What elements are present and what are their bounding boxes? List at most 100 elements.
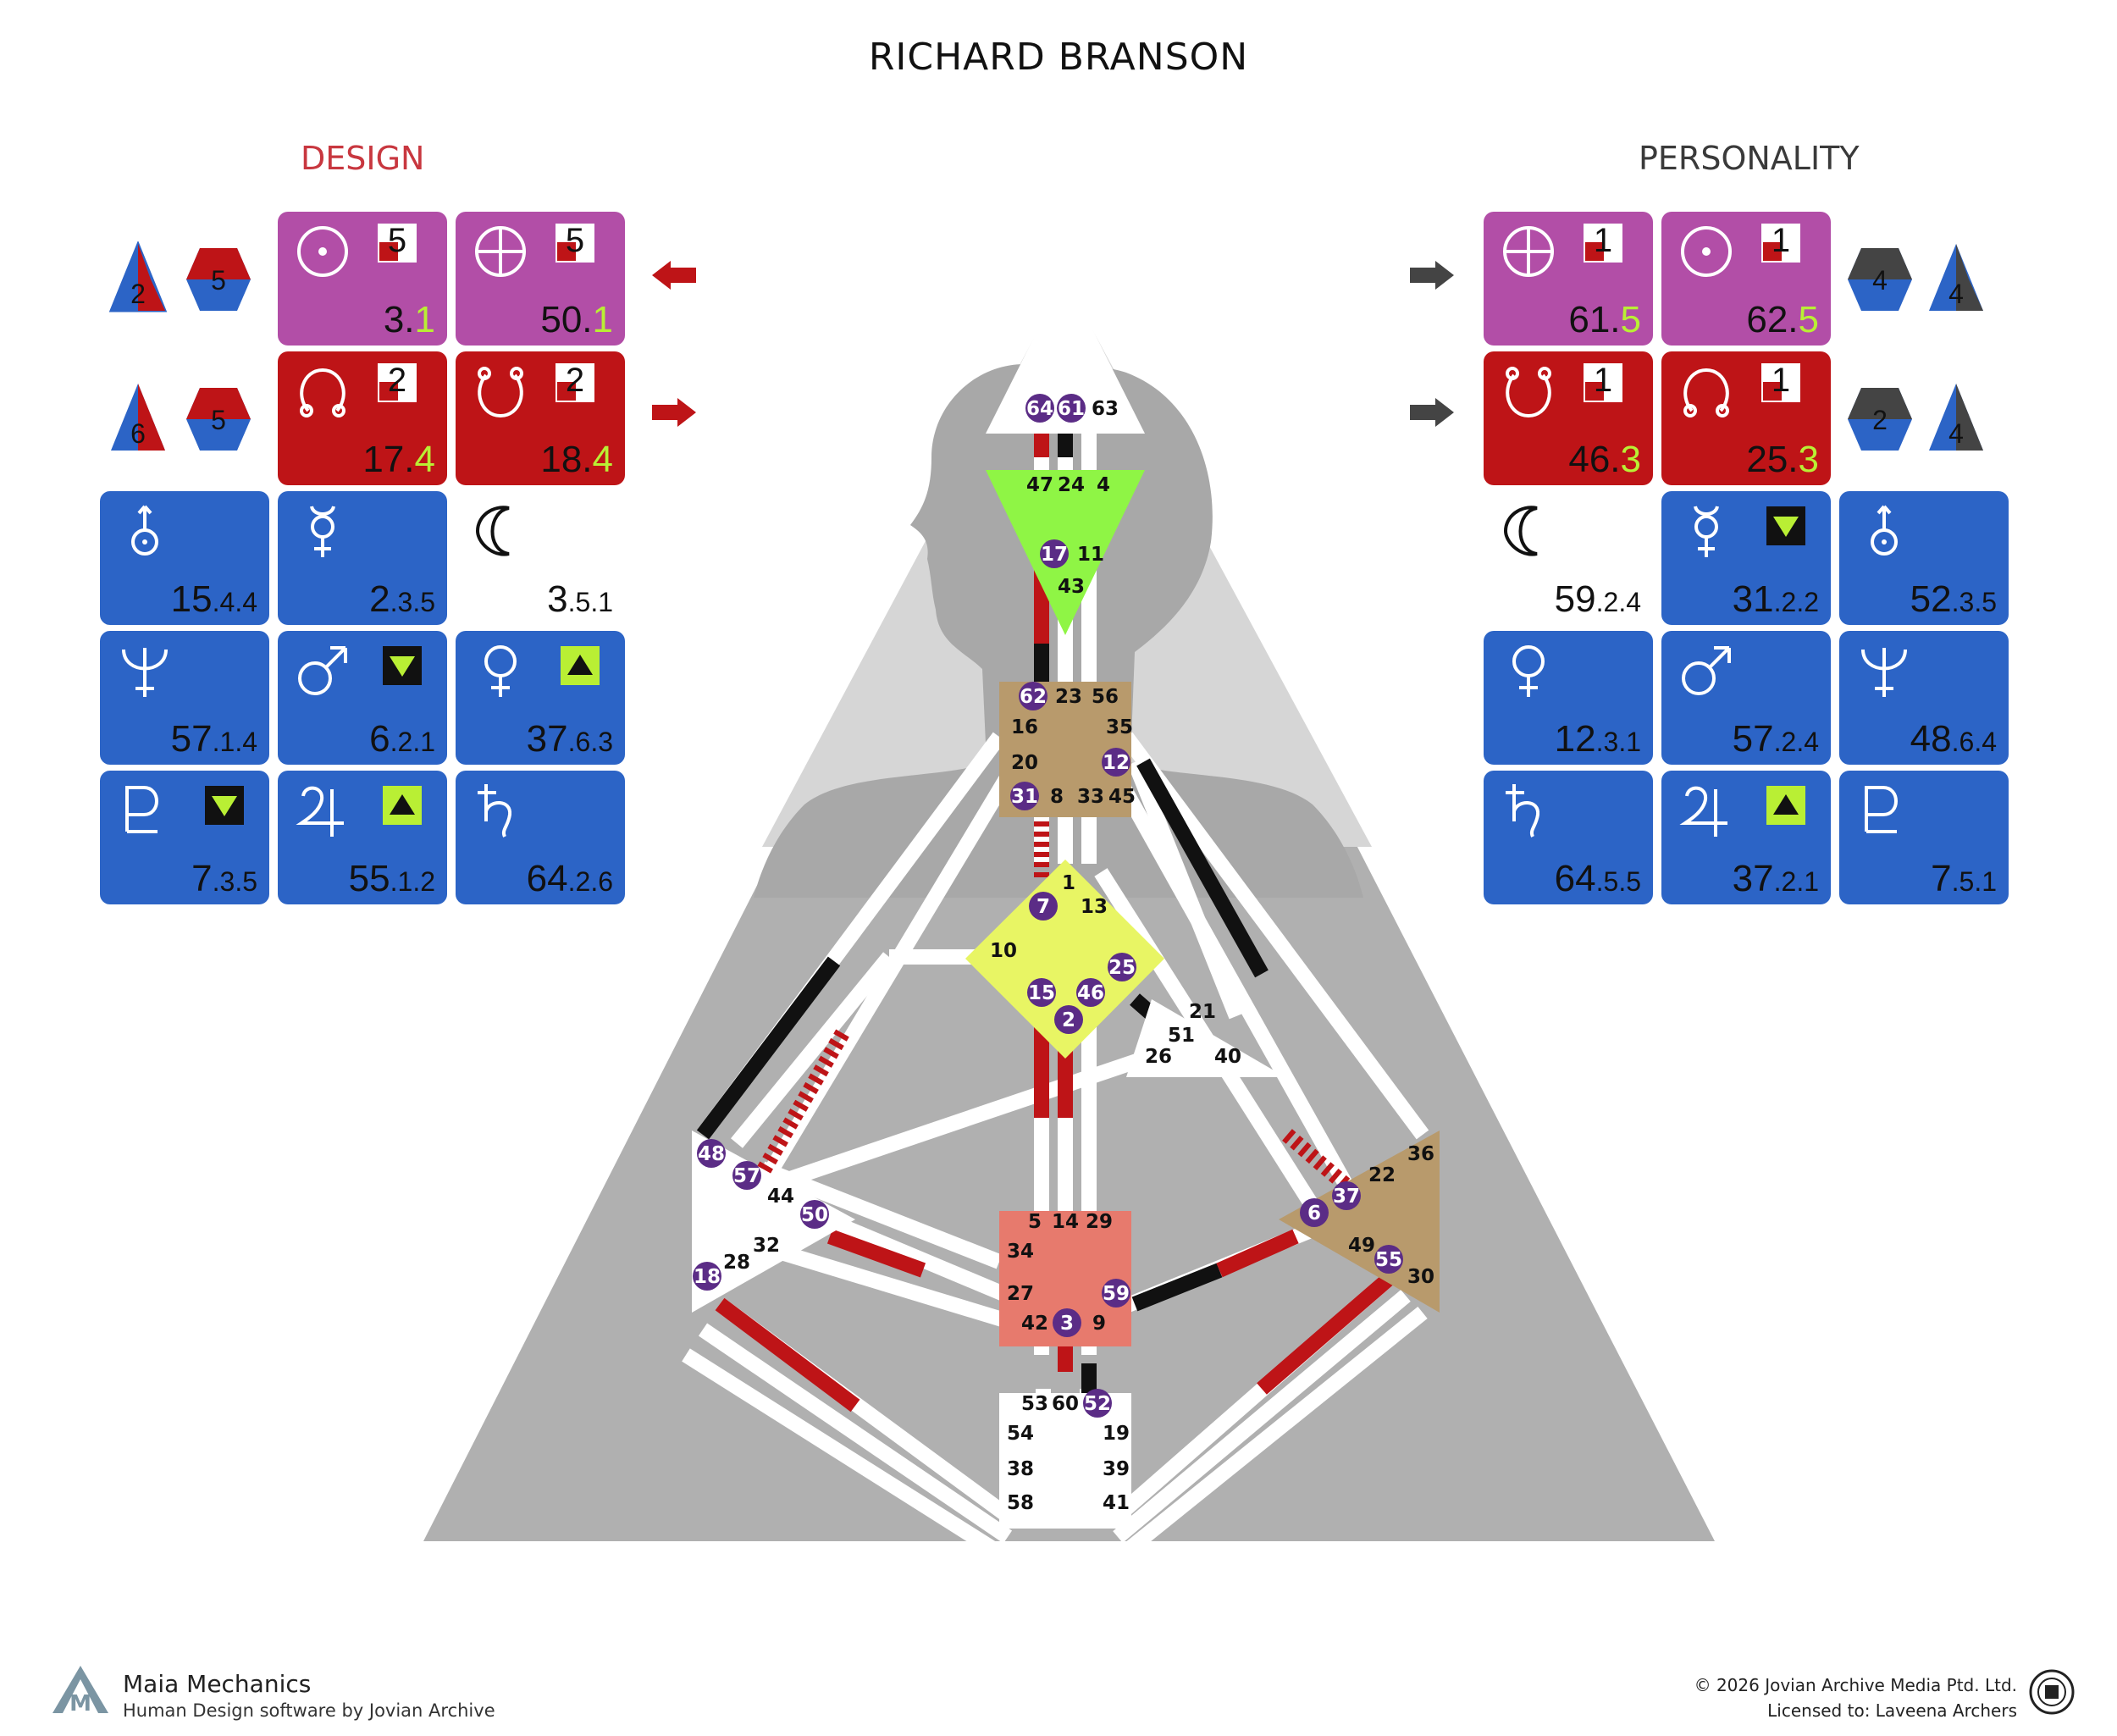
- gate-18: 18: [693, 1262, 721, 1291]
- svg-text:40: 40: [1214, 1046, 1241, 1068]
- personality-variable-top-right: 4: [1929, 244, 1983, 311]
- line-value: .4.4: [212, 587, 257, 617]
- gate-30: 30: [1407, 1266, 1434, 1288]
- line-badge: 1: [1584, 362, 1622, 402]
- svg-text:43: 43: [1058, 576, 1085, 598]
- gate-11: 11: [1077, 544, 1104, 566]
- design-venus-box: 37.6.3: [456, 631, 625, 765]
- gate-value: 15: [170, 578, 213, 620]
- gate-41: 41: [1103, 1492, 1130, 1514]
- svg-text:2: 2: [1062, 1009, 1075, 1031]
- gate-22: 22: [1368, 1164, 1396, 1186]
- g-center: [965, 860, 1164, 1059]
- svg-text:56: 56: [1092, 686, 1119, 708]
- svg-text:36: 36: [1407, 1143, 1434, 1165]
- svg-text:4: 4: [1948, 418, 1964, 449]
- svg-text:11: 11: [1077, 544, 1104, 566]
- gate-49: 49: [1348, 1235, 1375, 1257]
- line-badge: 2: [556, 362, 594, 402]
- gate-43: 43: [1058, 576, 1085, 598]
- gate-value: 3: [547, 578, 568, 620]
- svg-text:30: 30: [1407, 1266, 1434, 1288]
- gate-58: 58: [1007, 1492, 1034, 1514]
- personality-pluto-box: 7.5.1: [1839, 771, 2009, 904]
- gate-60: 60: [1052, 1393, 1079, 1415]
- svg-text:8: 8: [1050, 786, 1064, 808]
- gate-53: 53: [1021, 1393, 1048, 1415]
- gate-47: 47: [1026, 474, 1053, 496]
- gate-value: 50.: [540, 299, 593, 340]
- svg-text:28: 28: [723, 1252, 750, 1274]
- svg-text:53: 53: [1021, 1393, 1048, 1415]
- gate-31: 31: [1010, 782, 1039, 810]
- svg-text:22: 22: [1368, 1164, 1396, 1186]
- personality-moon-box: 59.2.4: [1484, 491, 1653, 625]
- svg-text:55: 55: [1375, 1249, 1402, 1271]
- svg-text:24: 24: [1058, 474, 1085, 496]
- gate-25: 25: [1108, 953, 1136, 981]
- gate-29: 29: [1086, 1211, 1113, 1233]
- gate-value: 3.: [383, 299, 415, 340]
- svg-text:44: 44: [767, 1186, 794, 1208]
- gate-value: 64: [526, 858, 568, 899]
- personality-chiron-box: 52.3.5: [1839, 491, 2009, 625]
- gate-55: 55: [1374, 1245, 1403, 1274]
- gate-16: 16: [1011, 716, 1038, 738]
- svg-text:50: 50: [801, 1204, 828, 1226]
- svg-text:39: 39: [1103, 1458, 1130, 1480]
- gate-14: 14: [1052, 1211, 1079, 1233]
- gate-value: 61.: [1568, 299, 1621, 340]
- line-value: 1: [414, 299, 435, 340]
- gate-51: 51: [1168, 1025, 1195, 1047]
- svg-text:46: 46: [1077, 982, 1104, 1004]
- personality-neptune-box: 48.6.4: [1839, 631, 2009, 765]
- gate-20: 20: [1011, 752, 1038, 774]
- svg-text:17: 17: [1041, 544, 1068, 566]
- line-value: .2.4: [1773, 727, 1819, 757]
- svg-text:6: 6: [130, 418, 146, 449]
- design-jupiter-box: 55.1.2: [278, 771, 447, 904]
- gate-42: 42: [1021, 1313, 1048, 1335]
- svg-text:52: 52: [1084, 1393, 1111, 1415]
- head-center: [986, 275, 1145, 434]
- personality-venus-box: 12.3.1: [1484, 631, 1653, 765]
- jovian-archive-seal-icon: [2029, 1669, 2075, 1715]
- gate-52: 52: [1083, 1389, 1112, 1418]
- gate-23: 23: [1055, 686, 1082, 708]
- gate-38: 38: [1007, 1458, 1034, 1480]
- svg-text:6: 6: [1307, 1202, 1321, 1225]
- gate-15: 15: [1027, 978, 1056, 1007]
- brand-name: Maia Mechanics: [123, 1670, 312, 1698]
- design-moon-box: 3.5.1: [456, 491, 625, 625]
- line-value: .2.1: [390, 727, 435, 757]
- svg-text:58: 58: [1007, 1492, 1034, 1514]
- line-value: 5: [1798, 299, 1819, 340]
- svg-text:7: 7: [1036, 896, 1050, 918]
- gate-value: 31: [1732, 578, 1774, 620]
- svg-text:33: 33: [1077, 786, 1104, 808]
- gate-34: 34: [1007, 1241, 1034, 1263]
- line-value: .2.4: [1595, 587, 1641, 617]
- gate-61: 61: [1057, 394, 1086, 423]
- svg-text:27: 27: [1007, 1283, 1034, 1305]
- line-value: .3.1: [1595, 727, 1641, 757]
- line-value: 3: [1798, 439, 1819, 480]
- gate-12: 12: [1102, 748, 1130, 777]
- gate-10: 10: [990, 940, 1017, 962]
- design-pluto-box: 7.3.5: [100, 771, 269, 904]
- svg-text:5: 5: [211, 265, 226, 296]
- design-variable-top-right: 5: [186, 248, 251, 311]
- gate-value: 17.: [362, 439, 415, 480]
- line-badge: 1: [1584, 222, 1622, 263]
- personality-arrow-top: [1410, 261, 1454, 290]
- line-badge: 2: [378, 362, 417, 402]
- personality-jupiter-box: 37.2.1: [1661, 771, 1831, 904]
- svg-text:37: 37: [1333, 1186, 1360, 1208]
- personality-variable-bottom-left: 2: [1848, 388, 1912, 451]
- gate-9: 9: [1092, 1313, 1106, 1335]
- svg-text:M: M: [69, 1691, 91, 1715]
- gate-value: 48: [1910, 718, 1952, 760]
- gate-36: 36: [1407, 1143, 1434, 1165]
